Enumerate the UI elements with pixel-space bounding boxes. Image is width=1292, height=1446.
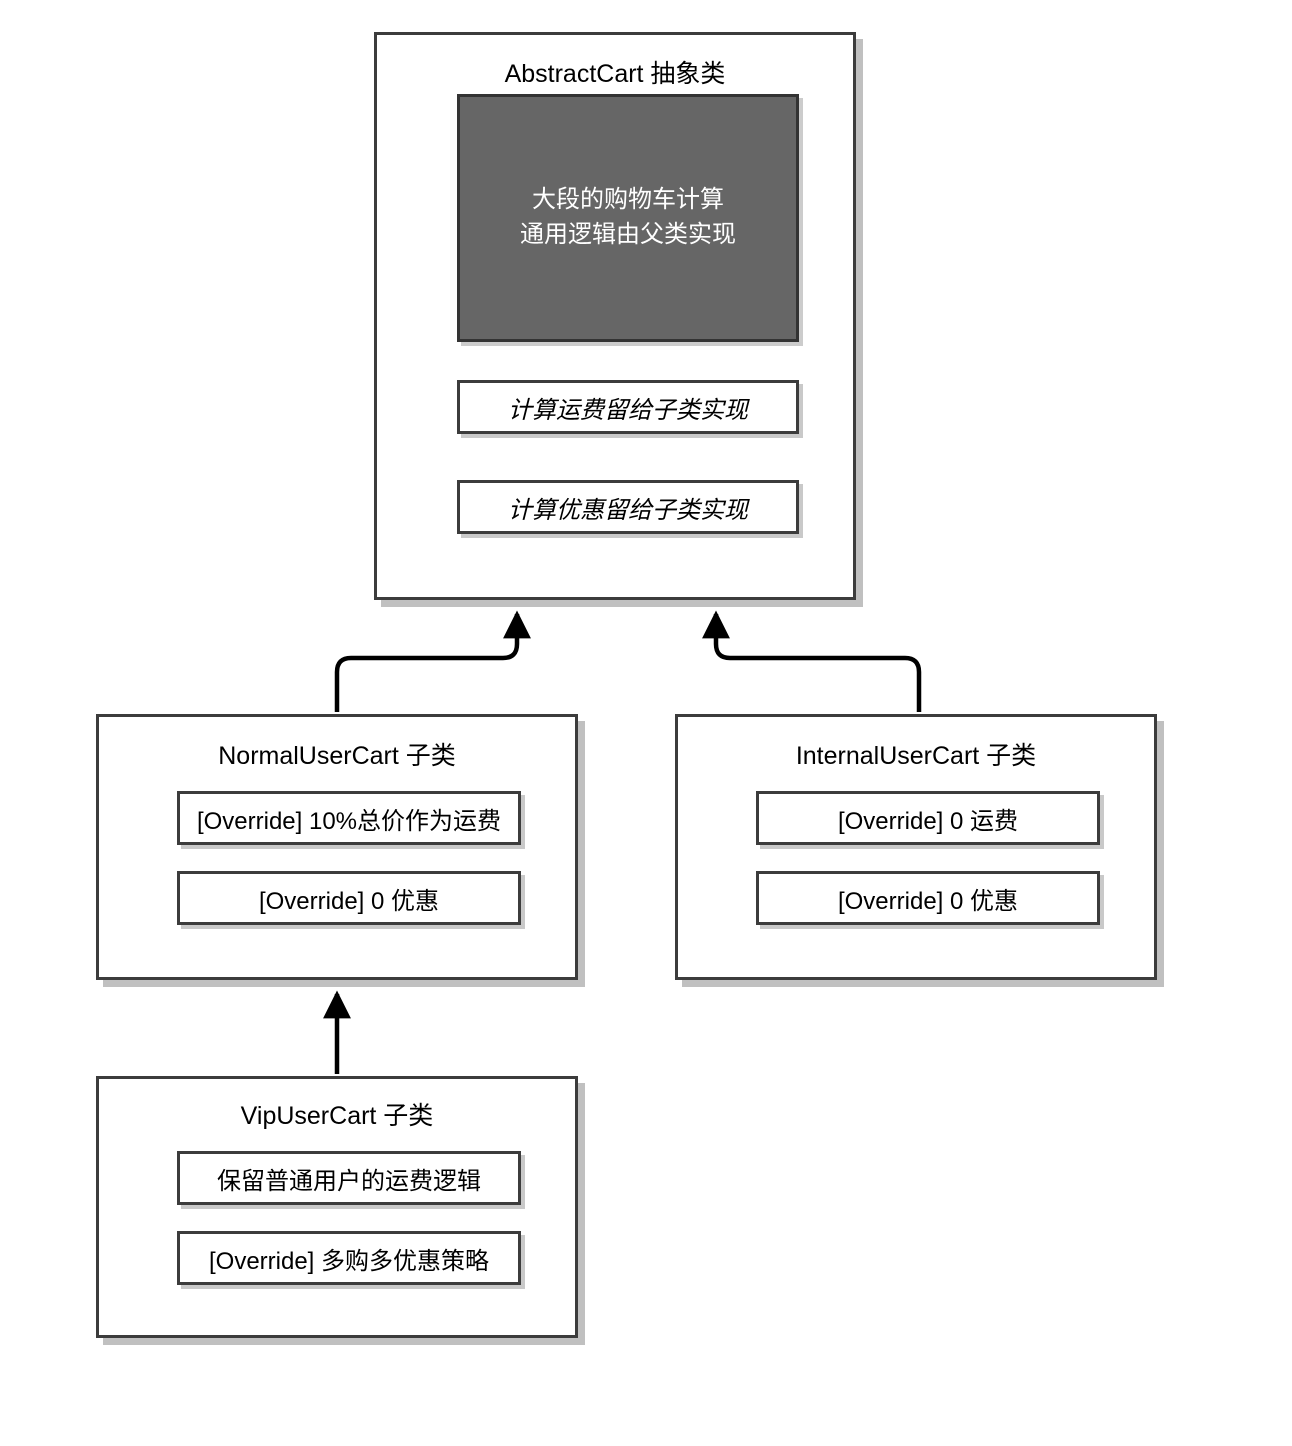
member-abstract-shipping[interactable]: 计算运费留给子类实现 (457, 380, 799, 434)
class-title-internal-user-cart: InternalUserCart 子类 (795, 742, 1037, 770)
class-title-vip-user-cart: VipUserCart 子类 (240, 1102, 434, 1130)
edge-internal-to-abstract (702, 610, 922, 712)
member-abstract-discount[interactable]: 计算优惠留给子类实现 (457, 480, 799, 534)
member-vip-shipping[interactable]: 保留普通用户的运费逻辑 (177, 1151, 521, 1205)
inherited-logic-line-1: 大段的购物车计算 (532, 186, 724, 214)
class-title-normal-user-cart: NormalUserCart 子类 (218, 742, 456, 770)
class-box-abstract-cart[interactable]: AbstractCart 抽象类 大段的购物车计算 通用逻辑由父类实现 计算运费… (374, 32, 856, 600)
class-title-abstract-cart: AbstractCart 抽象类 (504, 60, 726, 88)
member-vip-discount[interactable]: [Override] 多购多优惠策略 (177, 1231, 521, 1285)
edge-normal-to-abstract (334, 610, 531, 712)
inherited-logic-line-2: 通用逻辑由父类实现 (520, 221, 736, 248)
member-normal-discount[interactable]: [Override] 0 优惠 (177, 871, 521, 925)
member-internal-discount[interactable]: [Override] 0 优惠 (756, 871, 1100, 925)
inherited-logic-block: 大段的购物车计算 通用逻辑由父类实现 (457, 94, 799, 342)
class-box-internal-user-cart[interactable]: InternalUserCart 子类 [Override] 0 运费 [Ove… (675, 714, 1157, 980)
class-box-vip-user-cart[interactable]: VipUserCart 子类 保留普通用户的运费逻辑 [Override] 多购… (96, 1076, 578, 1338)
member-normal-shipping[interactable]: [Override] 10%总价作为运费 (177, 791, 521, 845)
class-box-normal-user-cart[interactable]: NormalUserCart 子类 [Override] 10%总价作为运费 [… (96, 714, 578, 980)
member-internal-shipping[interactable]: [Override] 0 运费 (756, 791, 1100, 845)
